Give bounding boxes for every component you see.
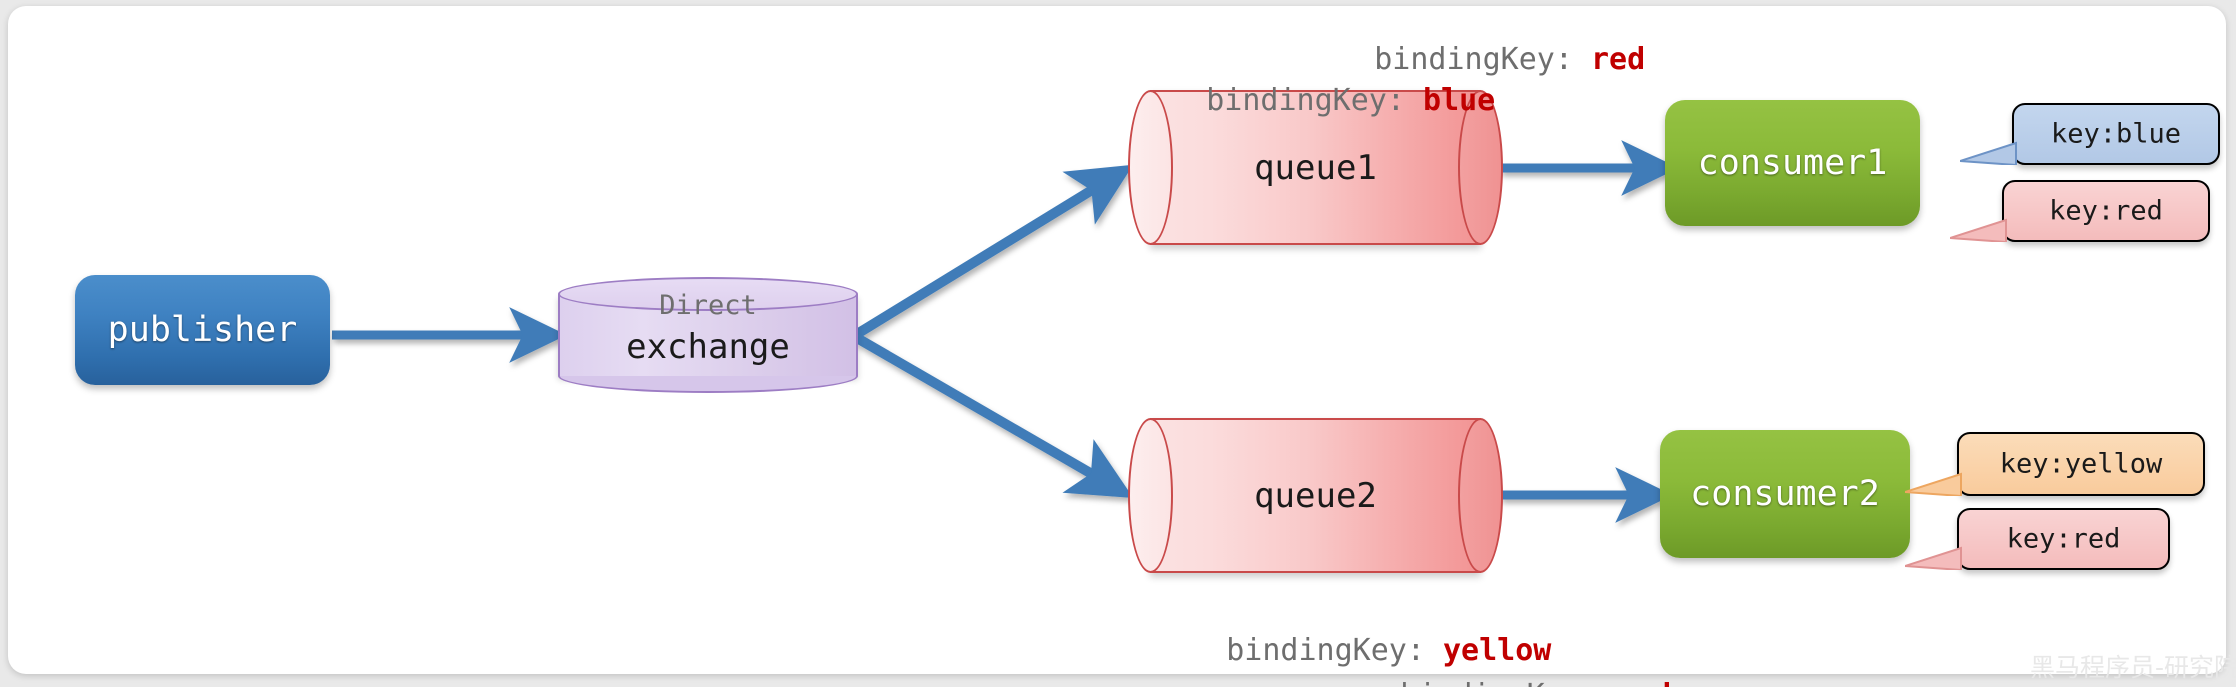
node-queue1[interactable]: queue1 (1128, 90, 1503, 245)
callout-bubble: key:yellow (1957, 432, 2205, 496)
binding-key-value: blue (1423, 83, 1496, 118)
binding-key-prefix: bindingKey: (1226, 633, 1443, 668)
callout-tail-icon (1905, 546, 1962, 570)
callout-bubble: key:red (2002, 180, 2210, 242)
callout-tail-icon (1905, 472, 1962, 496)
watermark: 黑马程序员-研究院 (2030, 653, 2236, 682)
binding-key-value: red (1591, 42, 1646, 77)
exchange-top-cap (558, 277, 858, 311)
node-publisher[interactable]: publisher (75, 275, 330, 385)
callout-text: key:red (2049, 195, 2163, 227)
queue1-right-cap (1458, 90, 1503, 245)
binding-key-prefix: bindingKey: (1374, 42, 1591, 77)
binding-key-queue1-blue: bindingKey: blue (1134, 48, 1495, 153)
node-consumer2[interactable]: consumer2 (1660, 430, 1910, 558)
callout-bubble: key:blue (2012, 103, 2220, 165)
binding-key-prefix: bindingKey: (1400, 678, 1617, 687)
queue2-body (1150, 418, 1481, 573)
callout-tail-icon (1960, 141, 2017, 165)
queue1-body (1150, 90, 1481, 245)
node-exchange[interactable]: Direct exchange (558, 277, 858, 393)
callout-bubble: key:red (1957, 508, 2170, 570)
binding-key-value: yellow (1443, 633, 1552, 668)
binding-key-value: red (1617, 678, 1671, 687)
callout-tail-icon (1950, 218, 2007, 242)
binding-key-queue2-yellow: bindingKey: yellow (1154, 598, 1551, 687)
queue2-left-cap (1128, 418, 1173, 573)
publisher-label: publisher (107, 310, 298, 350)
node-consumer1[interactable]: consumer1 (1665, 100, 1920, 226)
queue1-left-cap (1128, 90, 1173, 245)
callout-consumer2-red[interactable]: key:red (1905, 508, 2170, 570)
consumer1-label: consumer1 (1697, 143, 1888, 183)
consumer2-label: consumer2 (1690, 474, 1880, 514)
callout-consumer2-yellow[interactable]: key:yellow (1905, 432, 2205, 496)
binding-key-queue2-red: bindingKey: red (1328, 643, 1671, 687)
binding-key-queue1-red: bindingKey: red (1302, 7, 1645, 112)
binding-key-prefix: bindingKey: (1206, 83, 1423, 118)
node-queue2[interactable]: queue2 (1128, 418, 1503, 573)
exchange-cap-mask (560, 356, 856, 376)
callout-consumer1-blue[interactable]: key:blue (1960, 103, 2220, 165)
queue2-right-cap (1458, 418, 1503, 573)
callout-consumer1-red[interactable]: key:red (1950, 180, 2210, 242)
callout-text: key:blue (2050, 118, 2182, 150)
callout-text: key:red (2006, 523, 2121, 555)
callout-text: key:yellow (1999, 448, 2163, 480)
